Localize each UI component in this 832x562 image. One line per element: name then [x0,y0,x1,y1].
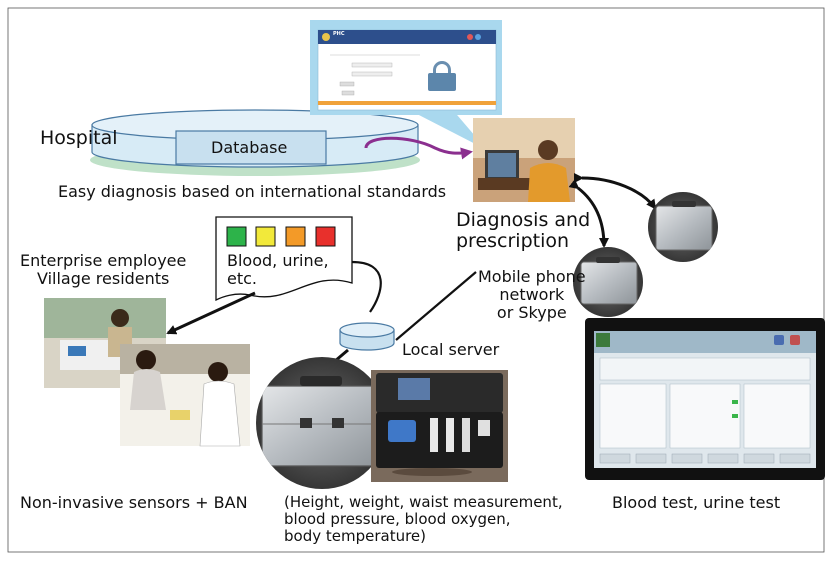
test-card-label: Blood, urine, etc. [227,251,329,288]
diagnosis-label: Diagnosis and prescription [456,209,591,253]
login-screen-callout [310,20,502,115]
card-to-server-line [351,260,382,313]
database-to-doctor-arrow [364,136,473,160]
doctor-case-arrow-1 [573,172,657,210]
local-server-cylinder [339,322,395,351]
remote-case-2 [573,247,643,317]
patients-photo [44,298,250,447]
database-box [175,130,327,165]
test-color-orange [285,226,306,247]
easy-diagnosis-label: Easy diagnosis based on international st… [58,182,447,201]
test-color-green [226,226,247,247]
mobile-network-label: Mobile phone network or Skype [478,267,586,322]
database-label: Database [211,138,288,157]
card-to-patients-arrow [166,291,256,335]
blood-test-label: Blood test, urine test [612,493,781,512]
test-result-card [215,216,353,302]
open-case-devices-photo [371,370,508,482]
local-server-label: Local server [402,340,500,359]
remote-case-1 [648,192,718,262]
measurements-label: (Height, weight, waist measurement, bloo… [284,493,563,545]
enterprise-label: Enterprise employee Village residents [20,251,187,288]
mobile-to-server-line [395,271,477,341]
hospital-database-cylinder [90,109,420,176]
doctor-photo [473,118,575,202]
test-color-yellow [255,226,276,247]
frame-border [7,7,825,553]
hospital-label: Hospital [40,127,118,149]
screen-tab-label: PHC [333,31,345,37]
test-color-red [315,226,336,247]
doctor-case-arrow-2 [568,179,609,248]
sensors-label: Non-invasive sensors + BAN [20,493,248,512]
portable-case-photo [256,357,388,489]
tablet-photo [585,318,825,480]
